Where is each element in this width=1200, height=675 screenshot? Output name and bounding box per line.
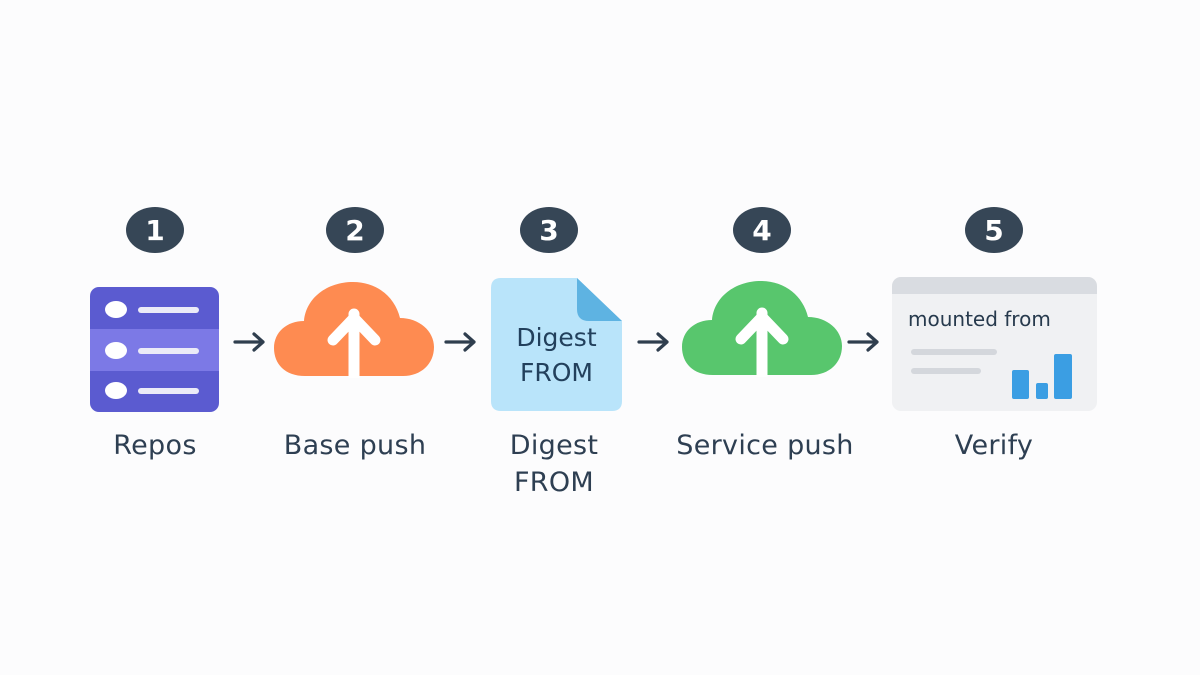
card-bar bbox=[1054, 354, 1072, 399]
card-text-line bbox=[911, 368, 981, 374]
cloud-upload-icon bbox=[682, 281, 842, 377]
server-row bbox=[90, 287, 219, 329]
server-row bbox=[90, 371, 219, 412]
step-2-badge: 2 bbox=[326, 207, 384, 253]
step-1-badge: 1 bbox=[126, 207, 184, 253]
step-4-badge: 4 bbox=[733, 207, 791, 253]
server-line bbox=[138, 348, 199, 354]
server-line bbox=[138, 307, 199, 313]
server-dot bbox=[105, 342, 127, 359]
step-5-label: Verify bbox=[954, 430, 1034, 461]
server-dot bbox=[105, 382, 127, 399]
step-3-label-line1: Digest bbox=[509, 430, 599, 461]
arrow-right-icon bbox=[444, 332, 476, 352]
step-5-badge: 5 bbox=[965, 207, 1023, 253]
server-row bbox=[90, 329, 219, 371]
document-icon-text: Digest FROM bbox=[491, 320, 622, 390]
card-bar bbox=[1012, 370, 1029, 399]
server-dot bbox=[105, 301, 127, 318]
dashboard-card-icon: mounted from bbox=[892, 277, 1097, 411]
document-icon bbox=[491, 278, 622, 411]
arrow-right-icon bbox=[847, 332, 879, 352]
card-titlebar bbox=[892, 277, 1097, 294]
card-bar bbox=[1036, 383, 1048, 399]
cloud-upload-icon bbox=[274, 282, 434, 378]
step-3-label-line2: FROM bbox=[513, 467, 595, 498]
arrow-right-icon bbox=[233, 332, 265, 352]
arrow-right-icon bbox=[637, 332, 669, 352]
server-list-icon bbox=[90, 287, 219, 412]
step-4-label: Service push bbox=[676, 430, 854, 461]
card-text-line bbox=[911, 349, 997, 355]
card-title: mounted from bbox=[908, 307, 1051, 331]
step-3-badge: 3 bbox=[520, 207, 578, 253]
server-line bbox=[138, 388, 199, 394]
document-icon-text-line1: Digest bbox=[516, 323, 597, 352]
step-2-label: Base push bbox=[283, 430, 427, 461]
step-1-label: Repos bbox=[113, 430, 197, 461]
document-icon-text-line2: FROM bbox=[520, 358, 593, 387]
step-3-label: Digest FROM bbox=[484, 427, 624, 501]
